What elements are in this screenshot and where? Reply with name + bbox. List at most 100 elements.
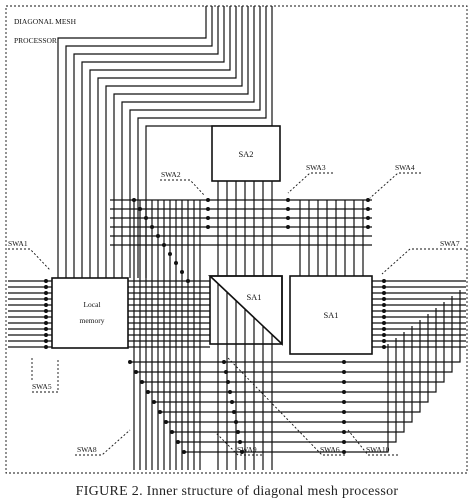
switch-dot <box>286 216 290 220</box>
switch-dot <box>342 360 346 364</box>
switch-dot <box>382 315 386 319</box>
switch-dot <box>158 410 162 414</box>
switch-dot <box>366 216 370 220</box>
swa3-label: SWA3 <box>306 163 326 172</box>
switch-dot <box>342 410 346 414</box>
sa2-label: SA2 <box>238 149 253 159</box>
switch-dot <box>44 321 48 325</box>
switch-dot <box>174 261 178 265</box>
top-bus-wire <box>89 6 231 278</box>
switch-dot <box>162 243 166 247</box>
lower-return-wire <box>178 338 397 443</box>
switch-dot <box>342 400 346 404</box>
switch-dot <box>382 279 386 283</box>
top-bus-wire <box>65 6 213 278</box>
top-bus-wire <box>97 6 237 278</box>
sa2-block <box>211 125 281 182</box>
figure-caption: FIGURE 2. Inner structure of diagonal me… <box>76 484 399 499</box>
switch-dot <box>206 207 210 211</box>
switch-dot <box>140 380 144 384</box>
switch-dot <box>44 291 48 295</box>
sa1-triangle-block <box>207 275 283 346</box>
switch-dots <box>44 198 386 454</box>
switch-dot <box>382 327 386 331</box>
switch-dot <box>224 370 228 374</box>
lower-return-wire <box>172 332 405 433</box>
swa6-label: SWA6 <box>320 445 340 454</box>
sa1-left-frame <box>209 275 283 345</box>
switch-dot <box>232 410 236 414</box>
switch-dot <box>44 339 48 343</box>
switch-dot <box>164 420 168 424</box>
switch-dot <box>382 321 386 325</box>
switch-dot <box>240 450 244 454</box>
switch-dot <box>180 270 184 274</box>
switch-dot <box>342 440 346 444</box>
switch-dot <box>286 207 290 211</box>
switch-dot <box>146 390 150 394</box>
switch-dot <box>138 207 142 211</box>
switch-dot <box>382 339 386 343</box>
swa-labels: SWA2 SWA3 SWA4 SWA1 SWA7 SWA5 SWA8 SWA9 … <box>8 163 466 456</box>
switch-dot <box>44 315 48 319</box>
local-memory-label-line2: memory <box>80 316 105 325</box>
top-bus-wire <box>121 6 255 278</box>
switch-dot <box>206 216 210 220</box>
switch-dot <box>366 225 370 229</box>
swa8-label: SWA8 <box>77 445 97 454</box>
lower-return-wire <box>130 290 461 363</box>
top-bus-wire <box>73 6 219 278</box>
lower-return-wire <box>184 344 389 453</box>
switch-dot <box>44 345 48 349</box>
switch-dot <box>342 370 346 374</box>
switch-dot <box>234 420 238 424</box>
switch-dot <box>286 198 290 202</box>
top-bus-wire <box>137 6 267 278</box>
switch-dot <box>182 450 186 454</box>
local-memory-block <box>51 277 129 349</box>
switch-dot <box>342 380 346 384</box>
switch-dot <box>382 345 386 349</box>
local-memory-label-line1: Local <box>83 300 100 309</box>
switch-dot <box>206 198 210 202</box>
switch-dot <box>382 297 386 301</box>
switch-dot <box>132 198 136 202</box>
switch-dot <box>206 225 210 229</box>
switch-dot <box>152 400 156 404</box>
top-bus-wire <box>81 6 225 278</box>
lower-return-wire <box>160 320 421 413</box>
switch-dot <box>144 216 148 220</box>
switch-dot <box>134 370 138 374</box>
interconnect-wires <box>8 6 466 470</box>
switch-dot <box>236 430 240 434</box>
switch-dot <box>44 309 48 313</box>
top-bus-wire <box>113 6 249 278</box>
switch-dot <box>382 309 386 313</box>
lower-return-wire <box>154 314 429 403</box>
switch-dot <box>44 279 48 283</box>
diagram-title-line2: PROCESSOR <box>14 36 57 45</box>
switch-dot <box>44 303 48 307</box>
sa1-right-block <box>289 275 373 355</box>
swa5-label: SWA5 <box>32 382 52 391</box>
switch-dot <box>44 297 48 301</box>
switch-dot <box>186 279 190 283</box>
switch-dot <box>228 390 232 394</box>
switch-dot <box>44 327 48 331</box>
lower-return-wire <box>136 296 453 373</box>
top-bus-wire <box>57 6 207 278</box>
switch-dot <box>128 360 132 364</box>
switch-dot <box>222 360 226 364</box>
switch-dot <box>382 303 386 307</box>
swa1-label: SWA1 <box>8 239 28 248</box>
switch-dot <box>168 252 172 256</box>
switch-dot <box>366 207 370 211</box>
switch-dot <box>366 198 370 202</box>
switch-dot <box>342 450 346 454</box>
swa10-label: SWA10 <box>366 445 390 454</box>
switch-dot <box>150 225 154 229</box>
switch-dot <box>342 390 346 394</box>
switch-dot <box>238 440 242 444</box>
switch-dot <box>170 430 174 434</box>
